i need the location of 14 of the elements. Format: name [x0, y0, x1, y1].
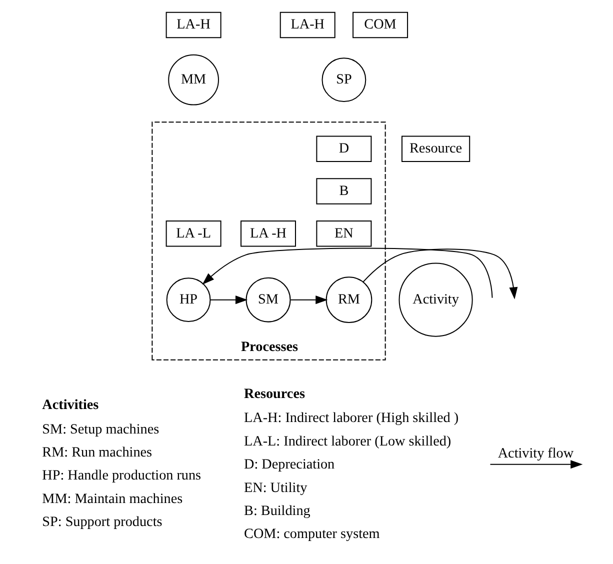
label: MM: Maintain machines: [42, 490, 183, 507]
label: HP: Handle production runs: [42, 468, 202, 484]
label: B: Building: [244, 502, 310, 519]
label: COM: computer system: [244, 526, 380, 542]
label: Resources: [244, 386, 305, 402]
label: LA-L: Indirect laborer (Low skilled): [244, 433, 452, 450]
label: Activities: [42, 397, 99, 414]
label: SP: Support products: [42, 514, 162, 530]
label: LA-H: Indirect laborer (High skilled ): [244, 410, 459, 426]
label: D: Depreciation: [244, 456, 335, 473]
label: RM: Run machines: [42, 444, 152, 460]
legend-label: Activity flow: [498, 445, 574, 462]
label: EN: Utility: [244, 480, 308, 496]
label: SM: Setup machines: [42, 421, 160, 438]
